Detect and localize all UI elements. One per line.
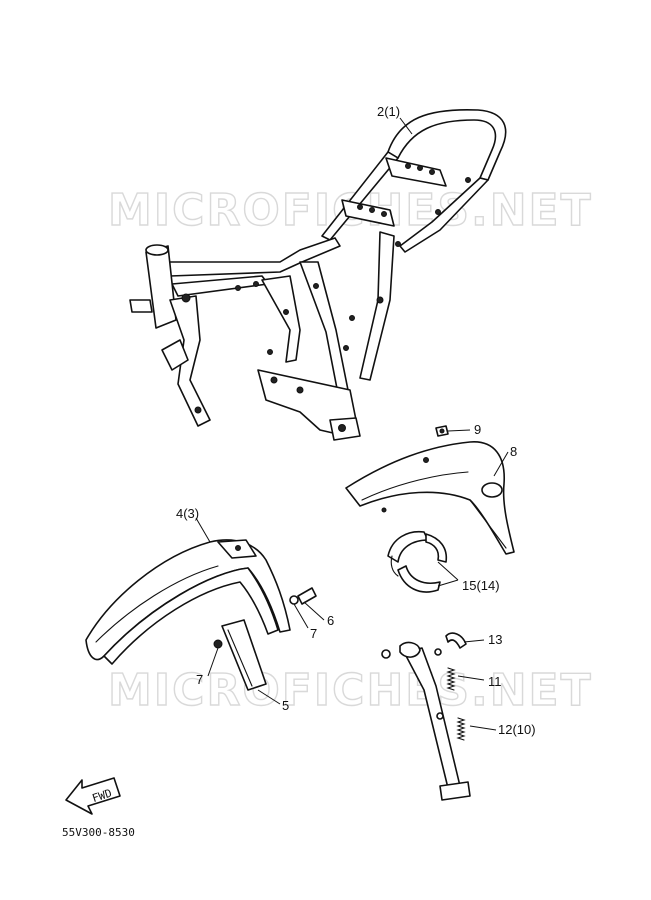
brake-shoes bbox=[387, 530, 448, 593]
sidestand-assembly bbox=[381, 632, 471, 801]
label-part-13: 13 bbox=[488, 632, 502, 647]
label-part-6: 6 bbox=[327, 613, 334, 628]
label-part-15: 15(14) bbox=[462, 578, 500, 593]
diagram-code: 55V300-8530 bbox=[62, 826, 135, 839]
fwd-arrow-icon: FWD bbox=[65, 777, 121, 815]
frame-assembly bbox=[129, 108, 507, 441]
label-part-2: 2(1) bbox=[377, 104, 400, 119]
label-part-11: 11 bbox=[488, 674, 502, 689]
fwd-label: FWD bbox=[91, 787, 114, 806]
label-part-8: 8 bbox=[510, 444, 517, 459]
label-part-9: 9 bbox=[474, 422, 481, 437]
rear-fender bbox=[345, 425, 515, 555]
label-part-4: 4(3) bbox=[176, 506, 199, 521]
label-part-5: 5 bbox=[282, 698, 289, 713]
leader-lines bbox=[195, 117, 509, 731]
label-part-12: 12(10) bbox=[498, 722, 536, 737]
front-fender bbox=[85, 539, 317, 691]
watermark-bottom: MICROFICHES.NET bbox=[108, 665, 593, 716]
label-part-7-lower: 7 bbox=[196, 672, 203, 687]
label-part-7-upper: 7 bbox=[310, 626, 317, 641]
